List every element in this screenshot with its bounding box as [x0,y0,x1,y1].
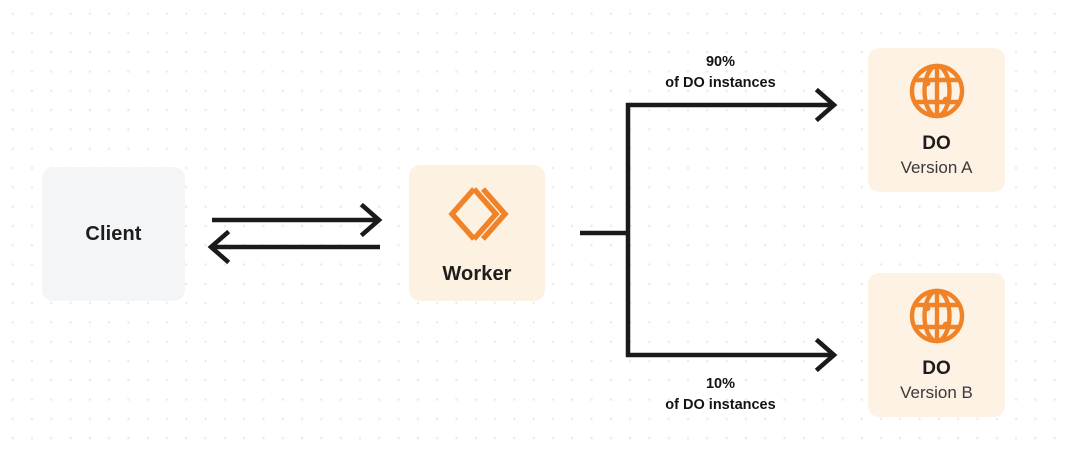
edge-label-do-b: 10% of DO instances [628,374,813,415]
edge-worker-to-client [207,229,380,265]
cloudflare-workers-icon [444,181,510,247]
globe-icon [907,286,967,346]
node-client-label: Client [85,222,142,245]
edge-label-do-a-percent: 90% [705,54,736,70]
edge-label-do-a: 90% of DO instances [628,52,813,93]
node-do-b[interactable]: DO Version B [868,273,1005,417]
node-do-b-label: DO [922,358,951,380]
edge-worker-to-do-b [626,337,838,373]
node-worker-label: Worker [442,262,512,285]
edge-label-do-a-description: of DO instances [665,74,776,91]
node-do-a[interactable]: DO Version A [868,48,1005,192]
node-do-b-sublabel: Version B [900,382,973,402]
edge-label-do-b-description: of DO instances [665,396,776,413]
node-worker[interactable]: Worker [409,165,545,301]
globe-icon [907,61,967,121]
node-client[interactable]: Client [42,167,185,301]
edge-label-do-b-percent: 10% [705,376,736,392]
edge-client-to-worker [212,202,383,238]
edge-worker-to-do-a [626,87,838,123]
node-do-a-label: DO [922,133,951,155]
node-do-a-sublabel: Version A [900,157,973,177]
